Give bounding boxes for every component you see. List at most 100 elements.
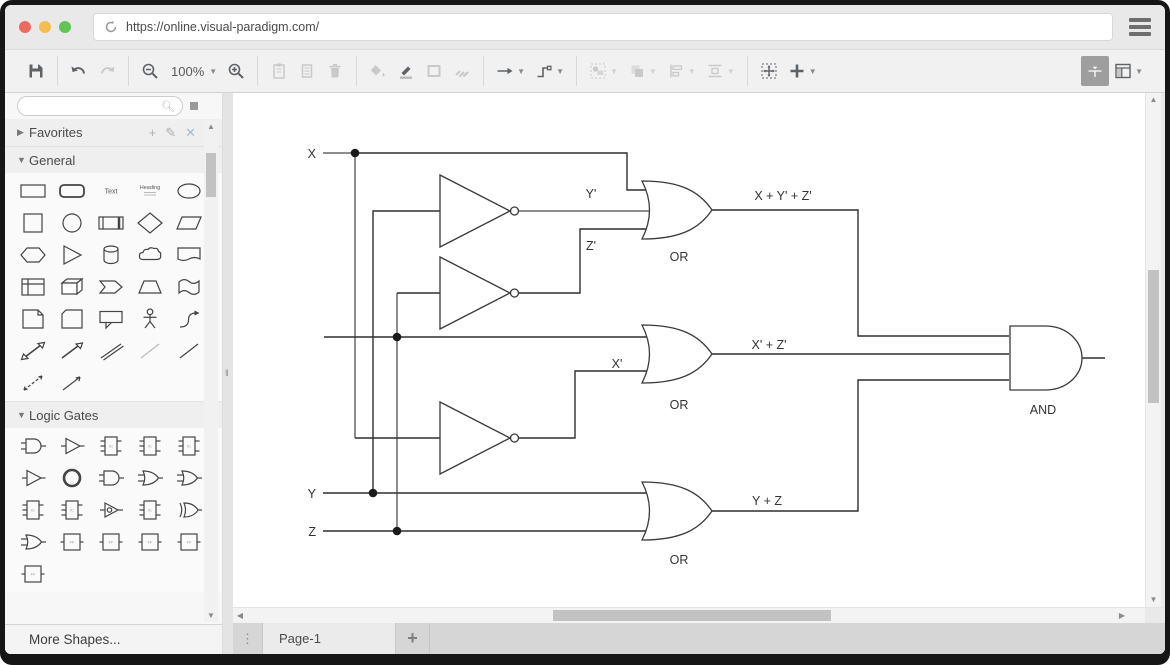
palette-shape-state-circle[interactable] <box>52 466 91 490</box>
palette-shape-and-gate[interactable] <box>91 466 130 490</box>
palette-shape-buffer-gate[interactable] <box>13 466 52 490</box>
palette-shape-not-gate[interactable] <box>91 498 130 522</box>
palette-shape-circle[interactable] <box>52 211 91 235</box>
palette-shape-open-arrow[interactable] <box>52 339 91 363</box>
palette-shape-document[interactable] <box>169 243 208 267</box>
palette-shape-card[interactable] <box>52 307 91 331</box>
scroll-up-icon[interactable]: ▲ <box>1149 95 1158 104</box>
palette-shape-ic-chip[interactable]: IC <box>52 498 91 522</box>
input-label-x[interactable]: X <box>308 147 317 161</box>
palette-shape-ic-chip[interactable]: IC <box>130 498 169 522</box>
arrow-style-button[interactable]: ▼ <box>491 56 530 86</box>
page-tab-1[interactable]: Page-1 <box>263 623 396 654</box>
wires[interactable] <box>323 152 1105 532</box>
palette-shape-dashed-arrow[interactable] <box>13 371 52 395</box>
insert-button[interactable]: ▼ <box>783 56 822 86</box>
palette-shape-bidir-arrow[interactable] <box>13 339 52 363</box>
favorites-edit-icon[interactable]: ✎ <box>165 124 177 140</box>
logic-gates-section-header[interactable]: ▼ Logic Gates <box>5 401 222 428</box>
wire-label-z-prime[interactable]: Z' <box>586 239 596 253</box>
palette-shape-ic-chip[interactable]: IC <box>169 434 208 458</box>
palette-shape-rectangle[interactable] <box>13 179 52 203</box>
palette-shape-table[interactable] <box>13 275 52 299</box>
palette-shape-curve[interactable] <box>169 307 208 331</box>
not-gate-1[interactable] <box>439 173 520 249</box>
and-gate[interactable] <box>1009 325 1083 391</box>
zoom-in-button[interactable] <box>222 56 250 86</box>
palette-shape-callout[interactable] <box>91 307 130 331</box>
copy-button[interactable] <box>293 56 321 86</box>
gate-label-or3[interactable]: OR <box>670 553 689 567</box>
input-label-y[interactable]: Y <box>308 487 317 501</box>
diagram-canvas[interactable]: X Y Z Y' Z' X' X + Y' + Z' X' + Z' Y + Z… <box>233 93 1145 607</box>
wire-label-or2-out[interactable]: X' + Z' <box>752 338 787 352</box>
search-option-button[interactable] <box>190 102 198 110</box>
url-text[interactable]: https://online.visual-paradigm.com/ <box>126 20 320 34</box>
palette-shape-process[interactable] <box>91 211 130 235</box>
wire-label-y-prime[interactable]: Y' <box>586 187 597 201</box>
distribute-button[interactable]: ▼ <box>701 56 740 86</box>
palette-shape-parallelogram[interactable] <box>169 211 208 235</box>
favorites-section-header[interactable]: ▶ Favorites + ✎ ✕ <box>5 119 222 146</box>
palette-shape-arrow-line[interactable] <box>52 371 91 395</box>
palette-shape-or-gate[interactable] <box>130 466 169 490</box>
or-gate-1[interactable] <box>640 180 713 240</box>
wire-grey-segments[interactable] <box>323 152 651 531</box>
circuit-diagram[interactable]: X Y Z Y' Z' X' X + Y' + Z' X' + Z' Y + Z… <box>233 93 1145 609</box>
scroll-left-icon[interactable]: ◀ <box>236 611 244 620</box>
palette-shape-triangle[interactable] <box>52 243 91 267</box>
palette-shape-logic-box[interactable]: FF <box>52 530 91 554</box>
fill-color-button[interactable] <box>364 56 392 86</box>
wire-label-or1-out[interactable]: X + Y' + Z' <box>754 189 811 203</box>
vertical-scrollbar[interactable]: ▲ ▼ <box>1145 93 1161 607</box>
palette-shape-or-gate[interactable] <box>169 466 208 490</box>
palette-shape-text[interactable]: Text <box>91 179 130 203</box>
order-button[interactable]: ▼ <box>623 56 662 86</box>
page-list-handle[interactable]: ⋮ <box>233 623 263 654</box>
palette-shape-ic-chip[interactable]: IC <box>91 434 130 458</box>
group-button[interactable]: ▼ <box>584 56 623 86</box>
shape-style-button[interactable] <box>420 56 448 86</box>
zoom-out-button[interactable] <box>136 56 164 86</box>
palette-shape-trapezoid[interactable] <box>130 275 169 299</box>
palette-shape-line[interactable] <box>169 339 208 363</box>
palette-shape-logic-box[interactable]: FF <box>169 530 208 554</box>
panel-resize-handle[interactable]: ‖ <box>223 93 233 654</box>
scroll-right-icon[interactable]: ▶ <box>1118 611 1126 620</box>
favorites-add-icon[interactable]: + <box>148 124 157 140</box>
palette-shape-square[interactable] <box>13 211 52 235</box>
palette-shape-ellipse[interactable] <box>169 179 208 203</box>
palette-shape-diamond[interactable] <box>130 211 169 235</box>
palette-shape-rounded-rectangle[interactable] <box>52 179 91 203</box>
sidebar-scrollbar[interactable]: ▲ ▼ <box>204 121 218 622</box>
scroll-down-icon[interactable]: ▼ <box>207 611 215 620</box>
palette-shape-logic-box[interactable]: FF <box>130 530 169 554</box>
layout-panels-button[interactable]: ▼ <box>1109 56 1148 86</box>
palette-shape-note[interactable] <box>13 307 52 331</box>
toggle-format-panel-button[interactable] <box>1081 56 1110 86</box>
palette-shape-logic-box[interactable]: FF <box>13 562 52 586</box>
palette-shape-hexagon[interactable] <box>13 243 52 267</box>
palette-shape-and-gate[interactable] <box>13 434 52 458</box>
zoom-level-button[interactable]: 100%▼ <box>164 56 222 86</box>
more-shapes-button[interactable]: More Shapes... <box>5 624 222 654</box>
gate-label-or2[interactable]: OR <box>670 398 689 412</box>
reload-icon[interactable] <box>104 20 118 34</box>
palette-shape-step[interactable] <box>91 275 130 299</box>
palette-shape-cylinder[interactable] <box>91 243 130 267</box>
palette-shape-link[interactable] <box>91 339 130 363</box>
maximize-window-button[interactable] <box>59 21 71 33</box>
not-gate-3[interactable] <box>439 400 520 476</box>
undo-button[interactable] <box>65 56 93 86</box>
browser-menu-icon[interactable] <box>1129 18 1151 36</box>
palette-shape-actor[interactable] <box>130 307 169 331</box>
horizontal-scrollbar-thumb[interactable] <box>553 610 831 621</box>
save-button[interactable] <box>22 56 50 86</box>
palette-shape-ic-chip[interactable]: IC <box>13 498 52 522</box>
paste-button[interactable] <box>265 56 293 86</box>
not-gate-2[interactable] <box>439 255 520 331</box>
palette-shape-wave[interactable] <box>169 275 208 299</box>
minimize-window-button[interactable] <box>39 21 51 33</box>
line-color-button[interactable] <box>392 56 420 86</box>
delete-button[interactable] <box>321 56 349 86</box>
